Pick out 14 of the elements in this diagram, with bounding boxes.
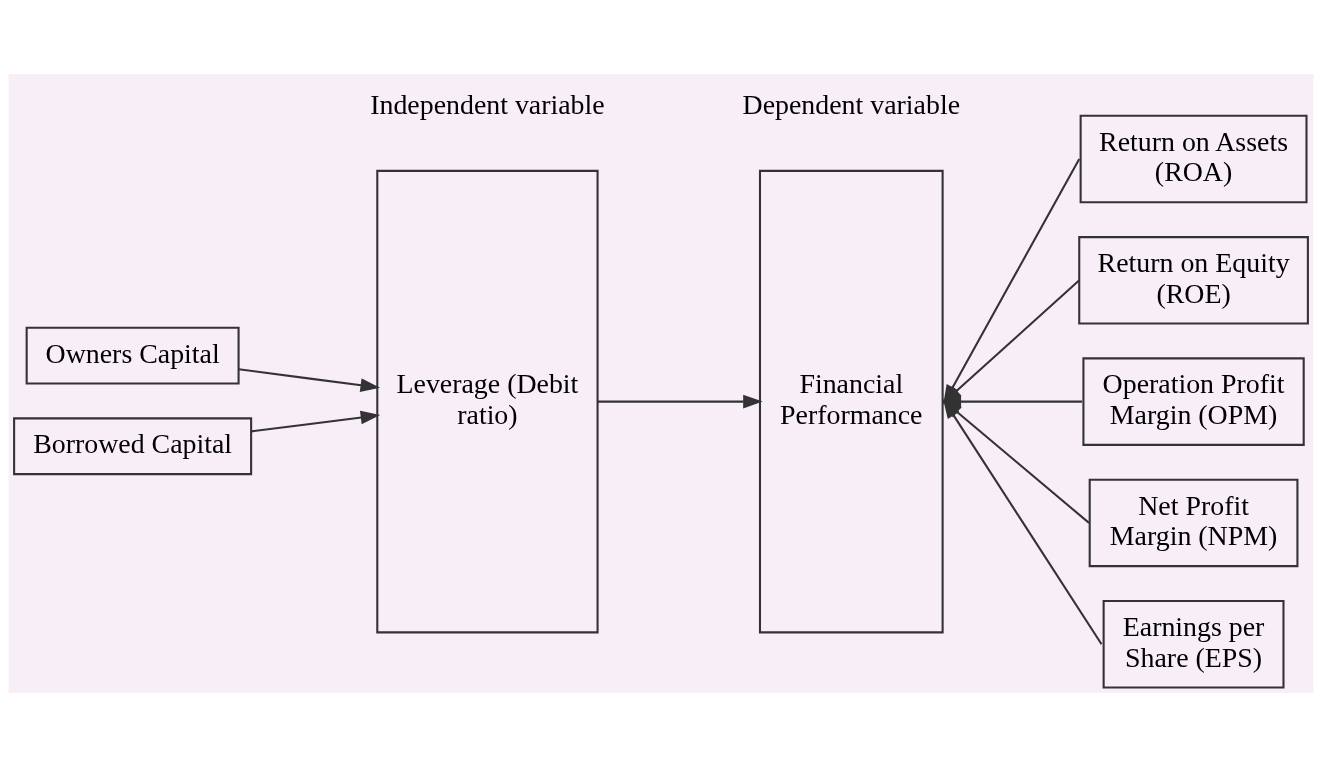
- label: Independent variable: [370, 88, 605, 120]
- node-box: Leverage (Debit ratio): [376, 169, 599, 633]
- node-box: Return on Assets (ROA): [1079, 114, 1308, 203]
- arrow: [251, 410, 381, 432]
- node-box: Financial Performance: [758, 169, 944, 633]
- node-box: Borrowed Capital: [13, 416, 253, 475]
- node-box: Return on Equity (ROE): [1078, 235, 1309, 325]
- node-box: Operation Profit Margin (OPM): [1082, 356, 1305, 446]
- arrow: [597, 394, 763, 408]
- arrow: [238, 367, 381, 392]
- label: Dependent variable: [742, 88, 961, 120]
- node-box: Owners Capital: [25, 326, 240, 385]
- node-box: Earnings per Share (EPS): [1102, 599, 1285, 688]
- node-box: Net Profit Margin (NPM): [1088, 478, 1299, 567]
